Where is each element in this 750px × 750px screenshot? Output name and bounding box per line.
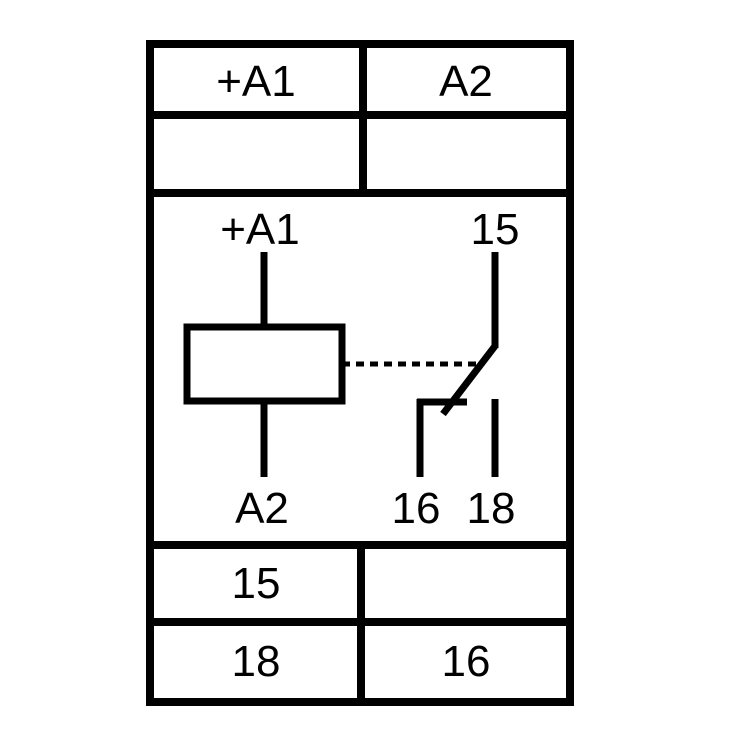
relay-coil bbox=[183, 323, 346, 405]
bottom-terminal-18-label: 18 bbox=[232, 637, 281, 686]
coil-a1-label: +A1 bbox=[220, 205, 300, 254]
top-terminal-a2-label: A2 bbox=[439, 57, 493, 106]
contact-15-label: 15 bbox=[471, 205, 520, 254]
bottom-terminal-16-label: 16 bbox=[442, 637, 491, 686]
bottom-terminal-15-label: 15 bbox=[232, 559, 281, 608]
contact-18-label: 18 bbox=[467, 484, 516, 533]
top-terminal-a1-label: +A1 bbox=[216, 57, 296, 106]
contact-16-label: 16 bbox=[392, 484, 441, 533]
coil-a2-label: A2 bbox=[235, 484, 289, 533]
